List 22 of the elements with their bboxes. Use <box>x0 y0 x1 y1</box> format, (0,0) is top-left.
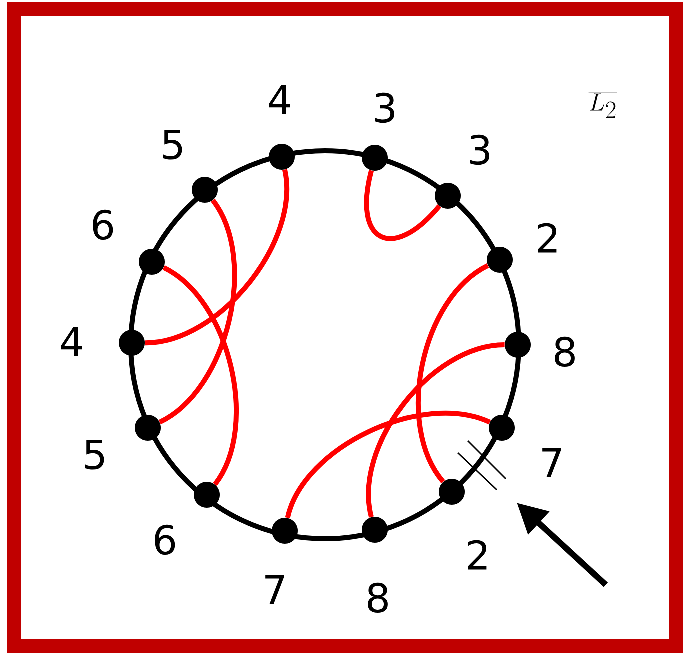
point-label: 5 <box>163 130 182 160</box>
point-label: 3 <box>375 92 394 124</box>
point-label: 8 <box>555 336 575 368</box>
point-label: 2 <box>538 223 557 253</box>
point-label: 2 <box>468 540 487 570</box>
chord <box>285 411 491 519</box>
chord <box>144 170 290 346</box>
point-label: 7 <box>266 575 284 604</box>
chord <box>158 199 238 425</box>
point-label: 6 <box>93 210 114 240</box>
chord <box>364 170 442 242</box>
chord <box>162 266 239 486</box>
point-label: 4 <box>61 327 82 356</box>
chord <box>366 342 506 518</box>
point-label: 7 <box>542 448 562 478</box>
title: $\overline{L_2}$ <box>588 92 618 118</box>
point-label: 8 <box>368 582 388 614</box>
point-label: 6 <box>155 524 176 556</box>
point-label: 3 <box>470 134 490 166</box>
chord <box>416 264 490 484</box>
point-label: 4 <box>269 85 290 115</box>
point-label: 5 <box>85 440 104 470</box>
